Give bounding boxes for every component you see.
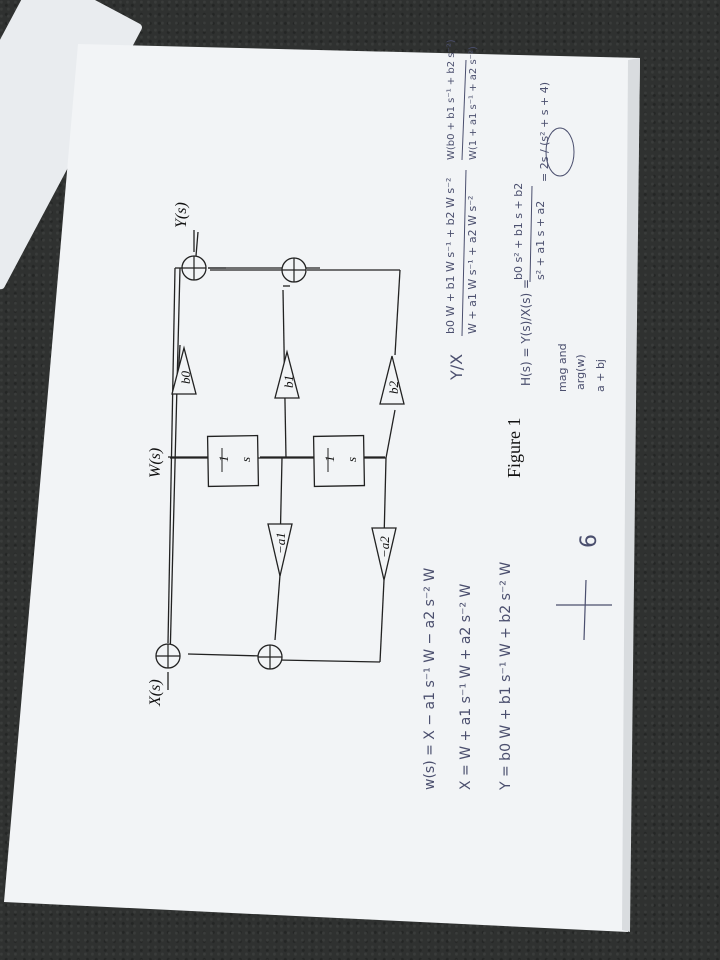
sum-junction-input [155, 643, 181, 669]
hand-line-1: w(s) = X − a1 s⁻¹ W − a2 s⁻² W [422, 568, 438, 790]
integrator-1-den: s [238, 457, 253, 462]
hand-ratio-num: b0 W + b1 W s⁻¹ + b2 W s⁻² [444, 178, 457, 334]
gain-b2-label: b2 [386, 381, 401, 395]
gain-b0 [171, 345, 197, 395]
sum-junction-feedback [257, 644, 283, 670]
hand-page-number: 6 [577, 534, 602, 548]
paper-page [4, 44, 640, 932]
hand-note-1: mag and [556, 343, 569, 392]
hand-line-2: X = W + a1 s⁻¹ W + a2 s⁻² W [458, 583, 474, 790]
hand-cross-mark [556, 579, 612, 641]
integrator-1 [206, 434, 260, 488]
input-label: X(s) [147, 679, 164, 707]
gain-b0-label: b0 [178, 371, 193, 385]
gain-b1-label: b1 [281, 375, 296, 388]
hand-ratio-den: W + a1 W s⁻¹ + a2 W s⁻² [466, 196, 479, 334]
hand-note-2: arg(w) [574, 354, 587, 390]
hand-ratio-num2: W(b0 + b1 s⁻¹ + b2 s⁻²) [446, 39, 457, 160]
gain-a1-label: −a1 [273, 532, 288, 554]
hand-h-num: b0 s² + b1 s + b2 [512, 183, 525, 280]
hand-h-lhs: H(s) = Y(s)/X(s) = [519, 279, 533, 386]
integrator-1-num: 1 [216, 456, 231, 463]
sum-junction-feedforward [281, 257, 307, 283]
gain-b1 [274, 349, 300, 399]
hand-h-den: s² + a1 s + a2 [534, 201, 547, 280]
figure-caption: Figure 1 [504, 418, 524, 479]
gain-a1 [267, 523, 293, 577]
hand-ratio-den2: W(1 + a1 s⁻¹ + a2 s⁻²) [468, 46, 479, 160]
integrator-2 [312, 434, 366, 488]
gain-a2 [371, 527, 397, 581]
integrator-2-num: 1 [322, 456, 337, 463]
hand-h-example: = 2s / (s² + s + 4) [538, 82, 551, 182]
state-label: W(s) [147, 448, 164, 478]
gain-a2-label: −a2 [377, 536, 392, 558]
gain-b2 [379, 355, 405, 405]
integrator-2-den: s [344, 457, 359, 462]
hand-note-3: a + bj [594, 359, 607, 392]
hand-line-3: Y = b0 W + b1 s⁻¹ W + b2 s⁻² W [498, 562, 514, 791]
hand-ratio-lhs: Y/X [447, 354, 466, 381]
output-label: Y(s) [173, 202, 190, 228]
sum-junction-output [181, 255, 207, 281]
